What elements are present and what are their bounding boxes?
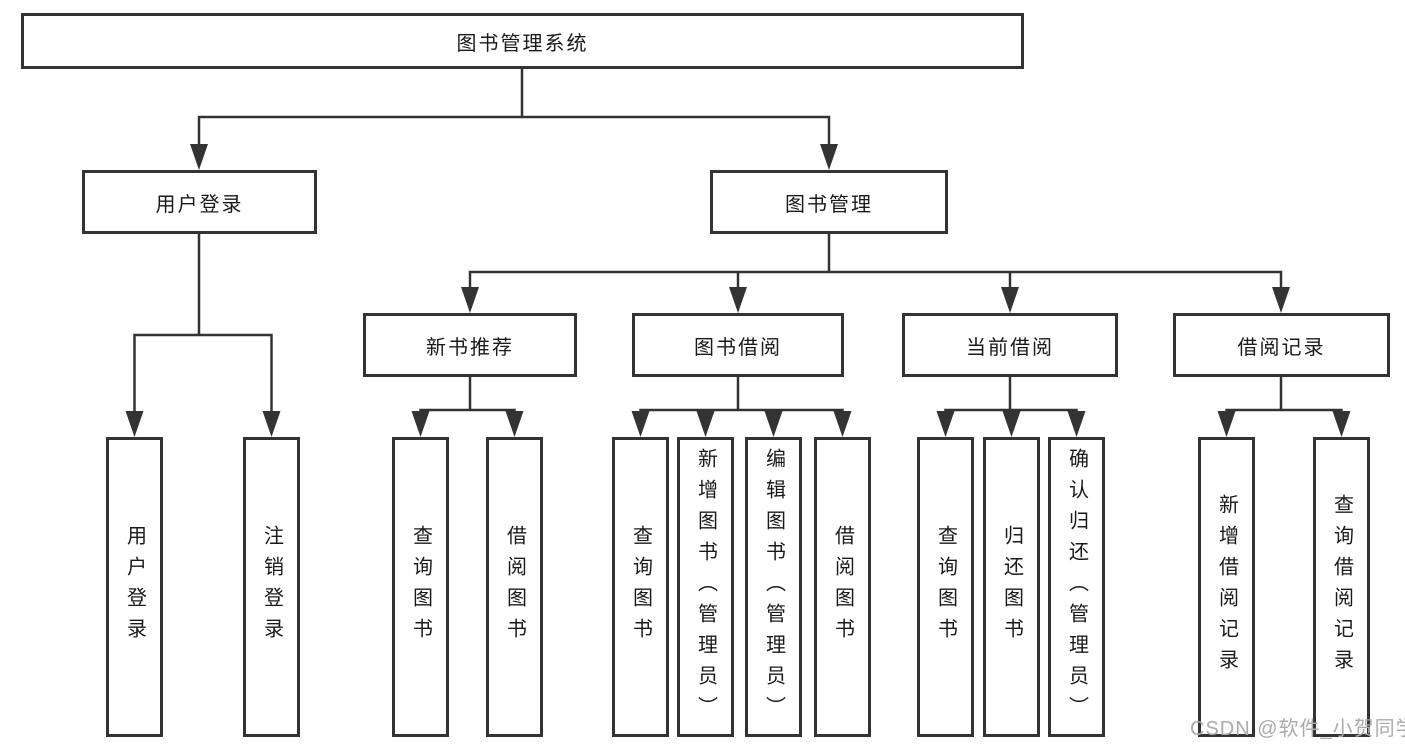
leaf-label: 确认归还（管理员） <box>1065 447 1088 727</box>
leaf-logout: 注销登录 <box>243 437 300 737</box>
node-book-borrow: 图书借阅 <box>632 313 844 377</box>
leaf-query-borrow-record: 查询借阅记录 <box>1313 437 1370 737</box>
leaf-label: 查询图书 <box>629 525 652 649</box>
node-label: 图书管理 <box>785 193 873 216</box>
leaf-label: 注销登录 <box>260 525 283 649</box>
leaf-label: 编辑图书（管理员） <box>762 447 785 727</box>
leaf-label: 查询图书 <box>409 525 432 649</box>
node-new-book-recommend: 新书推荐 <box>363 313 577 377</box>
node-label: 图书借阅 <box>694 336 782 359</box>
leaf-label: 查询借阅记录 <box>1330 494 1353 680</box>
leaf-borrow-query-books: 查询图书 <box>612 437 669 737</box>
leaf-label: 借阅图书 <box>503 525 526 649</box>
node-label: 借阅记录 <box>1237 336 1326 359</box>
leaf-current-query-books: 查询图书 <box>917 437 974 737</box>
leaf-recommend-borrow-books: 借阅图书 <box>486 437 543 737</box>
csdn-watermark: CSDN @软件_小贺同学 <box>1190 718 1405 740</box>
node-label: 用户登录 <box>155 193 244 216</box>
node-label: 新书推荐 <box>426 336 514 359</box>
leaf-label: 新增借阅记录 <box>1215 494 1238 680</box>
leaf-confirm-return-admin: 确认归还（管理员） <box>1048 437 1105 737</box>
leaf-label: 归还图书 <box>1000 525 1023 649</box>
leaf-borrow-books: 借阅图书 <box>814 437 871 737</box>
node-label: 图书管理系统 <box>456 32 589 55</box>
leaf-label: 新增图书（管理员） <box>694 447 717 727</box>
leaf-label: 借阅图书 <box>831 525 854 649</box>
leaf-return-books: 归还图书 <box>983 437 1040 737</box>
leaf-recommend-query-books: 查询图书 <box>392 437 449 737</box>
leaf-add-borrow-record: 新增借阅记录 <box>1198 437 1255 737</box>
node-book-management: 图书管理 <box>710 170 948 234</box>
node-user-login: 用户登录 <box>82 170 317 234</box>
node-label: 当前借阅 <box>966 336 1054 359</box>
node-borrow-records: 借阅记录 <box>1173 313 1390 377</box>
leaf-label: 用户登录 <box>123 525 146 649</box>
node-library-management-system: 图书管理系统 <box>21 13 1024 69</box>
leaf-label: 查询图书 <box>934 525 957 649</box>
node-current-borrow: 当前借阅 <box>902 313 1118 377</box>
leaf-edit-books-admin: 编辑图书（管理员） <box>745 437 802 737</box>
leaf-user-login: 用户登录 <box>106 437 163 737</box>
leaf-add-books-admin: 新增图书（管理员） <box>677 437 734 737</box>
